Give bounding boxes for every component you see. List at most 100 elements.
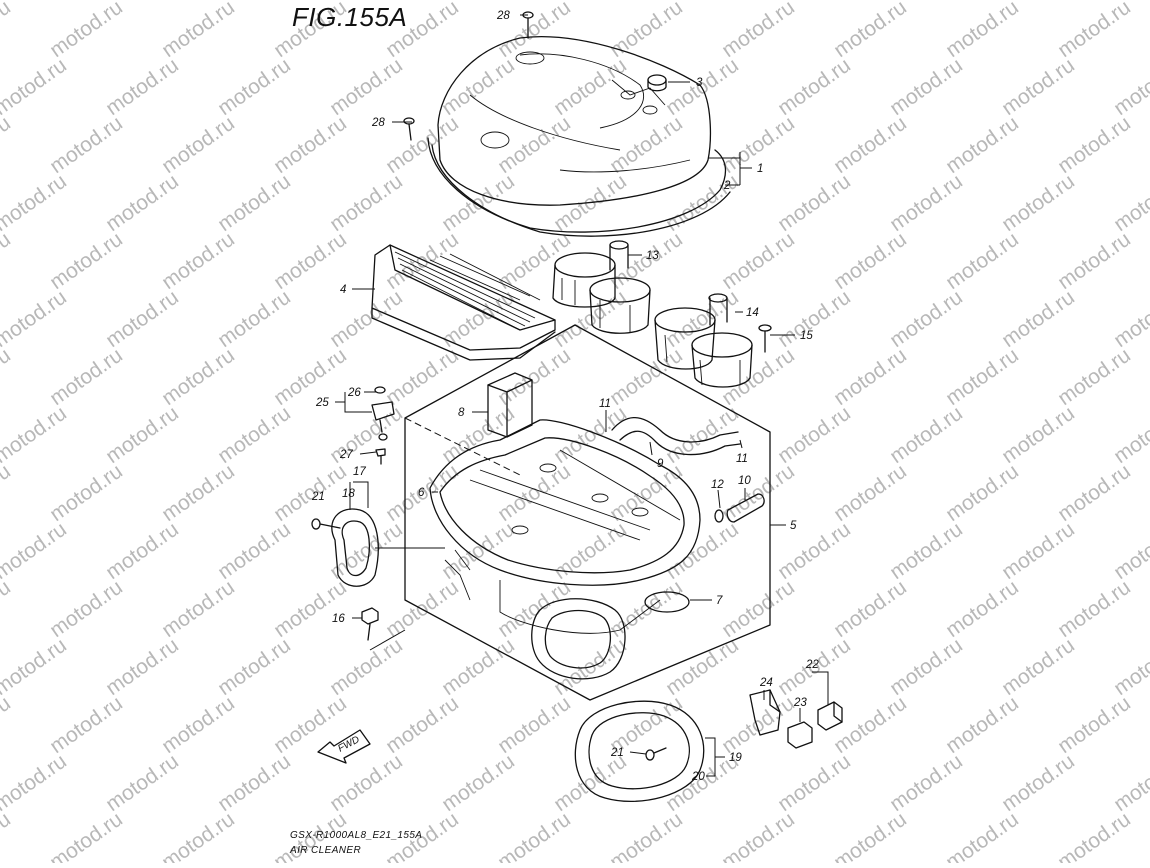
- watermark-text: motod.ru: [886, 54, 967, 120]
- watermark-text: motod.ru: [998, 286, 1079, 352]
- clip-part-23: [787, 721, 813, 749]
- watermark-text: motod.ru: [102, 170, 183, 236]
- watermark-text: motod.ru: [0, 634, 71, 700]
- watermark-text: motod.ru: [326, 54, 407, 120]
- callout-27: 27: [339, 449, 353, 461]
- watermark-text: motod.ru: [326, 634, 407, 700]
- sensor-assembly-part-25: [371, 386, 395, 441]
- watermark-text: motod.ru: [158, 344, 239, 410]
- watermark-text: motod.ru: [158, 692, 239, 758]
- air-cleaner-cover: [427, 36, 731, 237]
- watermark-text: motod.ru: [1054, 808, 1135, 863]
- watermark-text: motod.ru: [886, 402, 967, 468]
- callout-20: 20: [691, 771, 705, 783]
- callout-1: 1: [757, 163, 763, 175]
- watermark-text: motod.ru: [0, 402, 71, 468]
- callout-24: 24: [759, 677, 773, 689]
- watermark-text: motod.ru: [102, 518, 183, 584]
- watermark-text: motod.ru: [0, 286, 71, 352]
- watermark-text: motod.ru: [0, 0, 15, 62]
- screw-part-27: [375, 448, 386, 465]
- watermark-text: motod.ru: [998, 518, 1079, 584]
- caption-part-group: AIR CLEANER: [290, 845, 362, 856]
- callout-28-left: 28: [371, 117, 385, 129]
- watermark-text: motod.ru: [102, 286, 183, 352]
- watermark-text: motod.ru: [886, 518, 967, 584]
- watermark-text: motod.ru: [942, 460, 1023, 526]
- callout-3: 3: [696, 77, 703, 89]
- watermark-text: motod.ru: [46, 808, 127, 863]
- sensor-block-part-8: [487, 372, 533, 438]
- callout-26: 26: [347, 387, 361, 399]
- watermark-text: motod.ru: [886, 286, 967, 352]
- watermark-text: motod.ru: [718, 576, 799, 642]
- watermark-text: motod.ru: [102, 634, 183, 700]
- watermark-text: motod.ru: [830, 344, 911, 410]
- leader-lines: [335, 14, 829, 777]
- watermark-text: motod.ru: [0, 0, 71, 4]
- watermark-text: motod.ru: [1054, 112, 1135, 178]
- bolt-part-16: [361, 607, 379, 641]
- watermark-text: motod.ru: [1054, 0, 1135, 62]
- watermark-text: motod.ru: [270, 576, 351, 642]
- hose-part-9: [611, 416, 741, 456]
- watermark-text: motod.ru: [998, 402, 1079, 468]
- watermark-text: motod.ru: [46, 0, 127, 62]
- watermark-text: motod.ru: [438, 750, 519, 816]
- callout-5: 5: [790, 520, 797, 532]
- watermark-text: motod.ru: [830, 0, 911, 62]
- watermark-text: motod.ru: [662, 170, 743, 236]
- watermark-text: motod.ru: [214, 170, 295, 236]
- callout-14: 14: [746, 307, 759, 319]
- seal-part-17-18: [331, 508, 379, 587]
- watermark-text: motod.ru: [942, 344, 1023, 410]
- clamp-part-24: [749, 689, 781, 736]
- callout-13: 13: [646, 250, 659, 262]
- watermark-text: motod.ru: [0, 692, 15, 758]
- watermark-text: motod.ru: [0, 808, 15, 863]
- watermark-text: motod.ru: [830, 112, 911, 178]
- callout-4: 4: [340, 284, 346, 296]
- watermark-text: motod.ru: [942, 0, 1023, 62]
- callout-6: 6: [418, 487, 425, 499]
- callout-19: 19: [729, 752, 742, 764]
- watermark-text: motod.ru: [1054, 228, 1135, 294]
- watermark-text: motod.ru: [1054, 460, 1135, 526]
- figure-title: FIG.155A: [292, 2, 408, 32]
- watermark-text: motod.ru: [0, 170, 71, 236]
- screw-part-28-left: [403, 117, 415, 141]
- watermark-text: motod.ru: [0, 112, 15, 178]
- watermark-text: motod.ru: [0, 228, 15, 294]
- watermark-text: motod.ru: [270, 228, 351, 294]
- watermark-text: motod.ru: [886, 634, 967, 700]
- watermark-text: motod.ru: [1054, 576, 1135, 642]
- watermark-text: motod.ru: [942, 228, 1023, 294]
- watermark-text: motod.ru: [494, 808, 575, 863]
- watermark-text: motod.ru: [382, 344, 463, 410]
- watermark-text: motod.ru: [718, 228, 799, 294]
- watermark-text: motod.ru: [326, 286, 407, 352]
- watermark-text: motod.ru: [662, 402, 743, 468]
- watermark-text: motod.ru: [46, 344, 127, 410]
- watermark-text: motod.ru: [830, 808, 911, 863]
- watermark-text: motod.ru: [382, 692, 463, 758]
- callout-15: 15: [800, 330, 813, 342]
- watermark-text: motod.ru: [1110, 402, 1150, 468]
- watermark-text: motod.ru: [1110, 170, 1150, 236]
- watermark-text: motod.ru: [46, 692, 127, 758]
- watermark-text: motod.ru: [662, 286, 743, 352]
- watermark-text: motod.ru: [158, 460, 239, 526]
- watermark-text: motod.ru: [550, 518, 631, 584]
- watermark-text: motod.ru: [942, 692, 1023, 758]
- watermark-text: motod.ru: [942, 112, 1023, 178]
- watermark-text: motod.ru: [1054, 692, 1135, 758]
- fwd-arrow-icon: FWD: [317, 729, 371, 764]
- watermark-text: motod.ru: [1110, 634, 1150, 700]
- watermark-text: motod.ru: [46, 112, 127, 178]
- watermark-text: motod.ru: [998, 634, 1079, 700]
- callout-2: 2: [723, 180, 731, 192]
- watermark-text: motod.ru: [494, 692, 575, 758]
- watermark-text: motod.ru: [998, 750, 1079, 816]
- watermark-text: motod.ru: [1110, 518, 1150, 584]
- watermark-text: motod.ru: [718, 344, 799, 410]
